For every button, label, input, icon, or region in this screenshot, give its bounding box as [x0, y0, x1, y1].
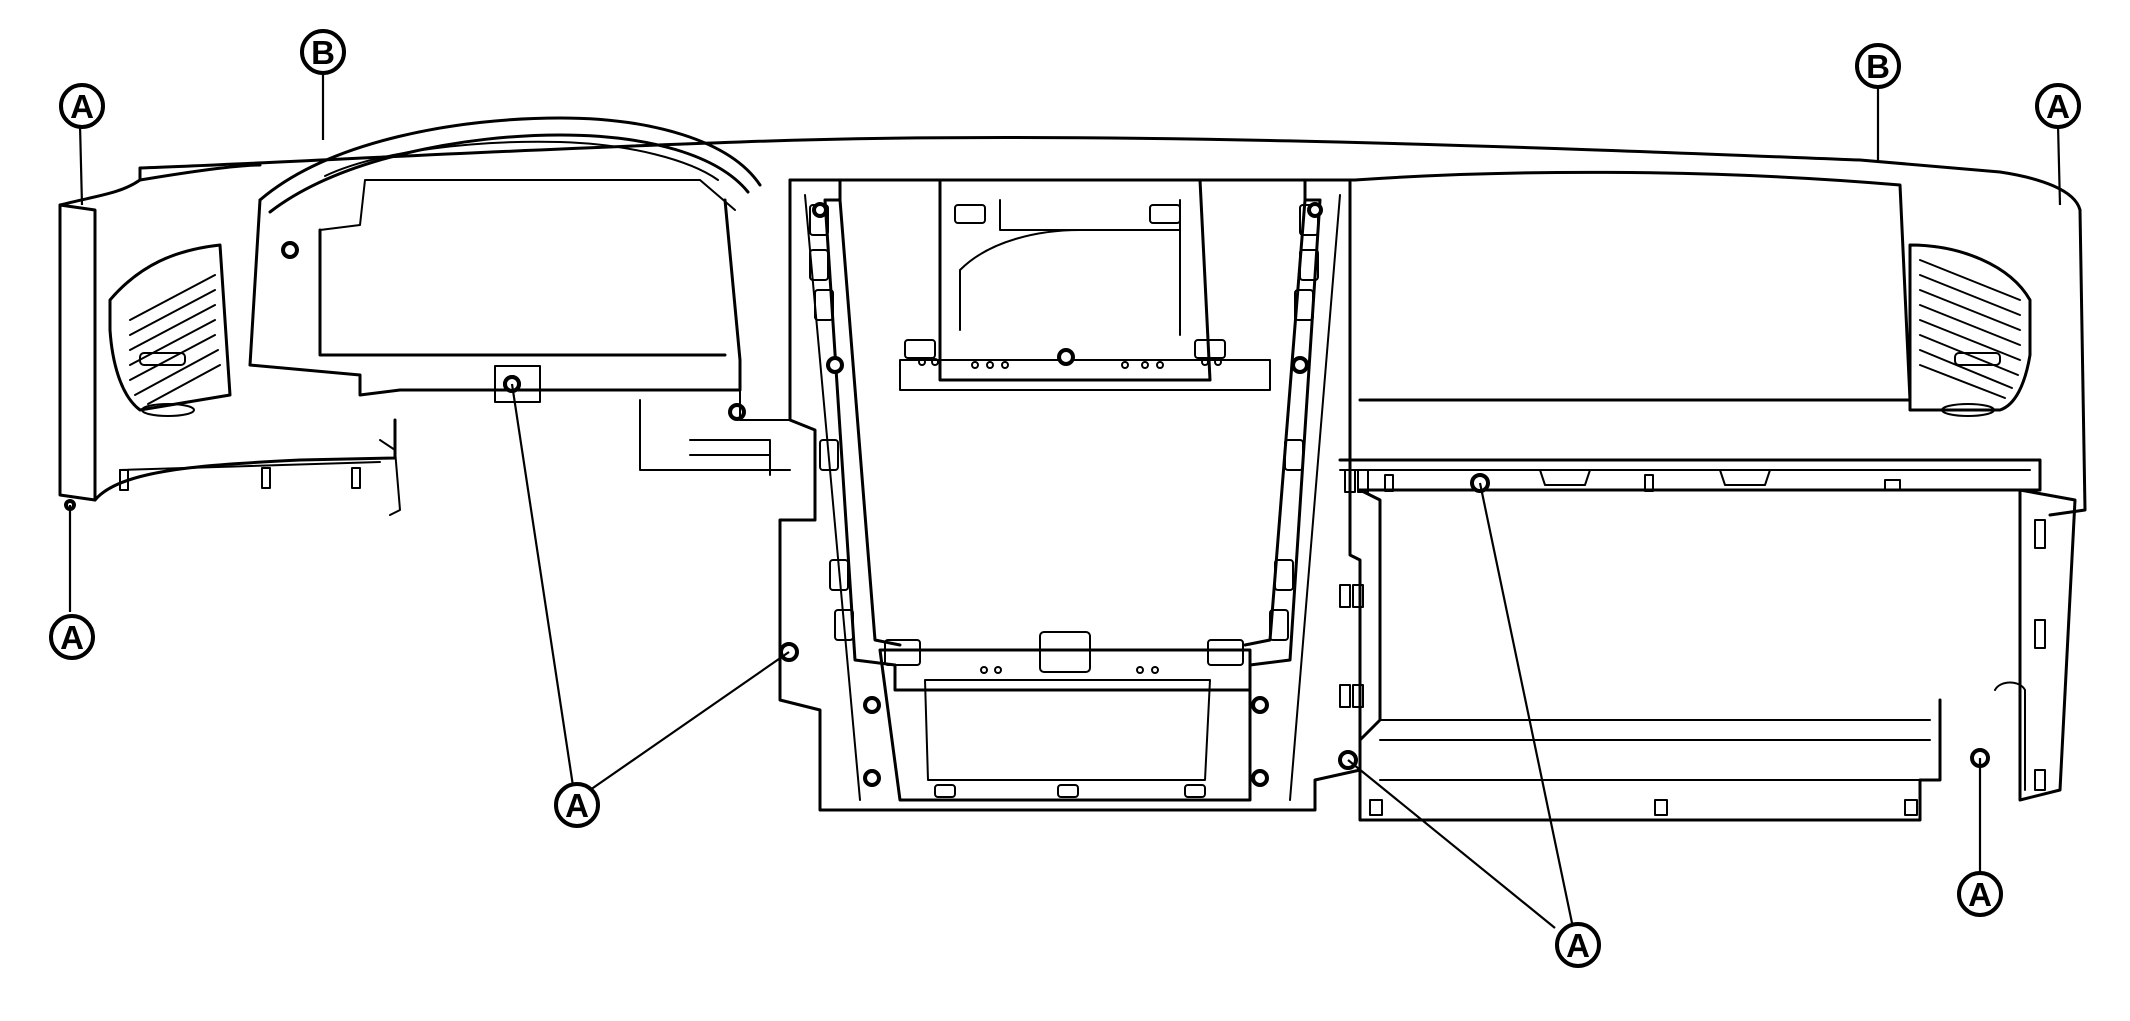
callout-a-top-left: A [59, 83, 105, 129]
leader-lines [68, 72, 2062, 929]
callout-label: B [311, 34, 335, 71]
callout-a-top-right: A [2035, 83, 2081, 129]
callout-label: A [565, 787, 589, 824]
callout-b-top-right: B [1855, 43, 1901, 89]
callout-label: A [70, 88, 94, 125]
instrument-panel-body [58, 116, 2087, 822]
callout-a-left-mid: A [49, 614, 95, 660]
callout-label: A [1968, 876, 1992, 913]
callout-a-right-bottom: A [1957, 871, 2003, 917]
callout-label: A [60, 619, 84, 656]
callout-a-right-center: A [1555, 922, 1601, 968]
clip-locations [64, 375, 1990, 770]
callout-a-center-bottom: A [554, 782, 600, 828]
callout-label: B [1866, 48, 1890, 85]
callout-label: A [2046, 88, 2070, 125]
callout-label: A [1566, 927, 1590, 964]
callout-b-top-left: B [300, 29, 346, 75]
